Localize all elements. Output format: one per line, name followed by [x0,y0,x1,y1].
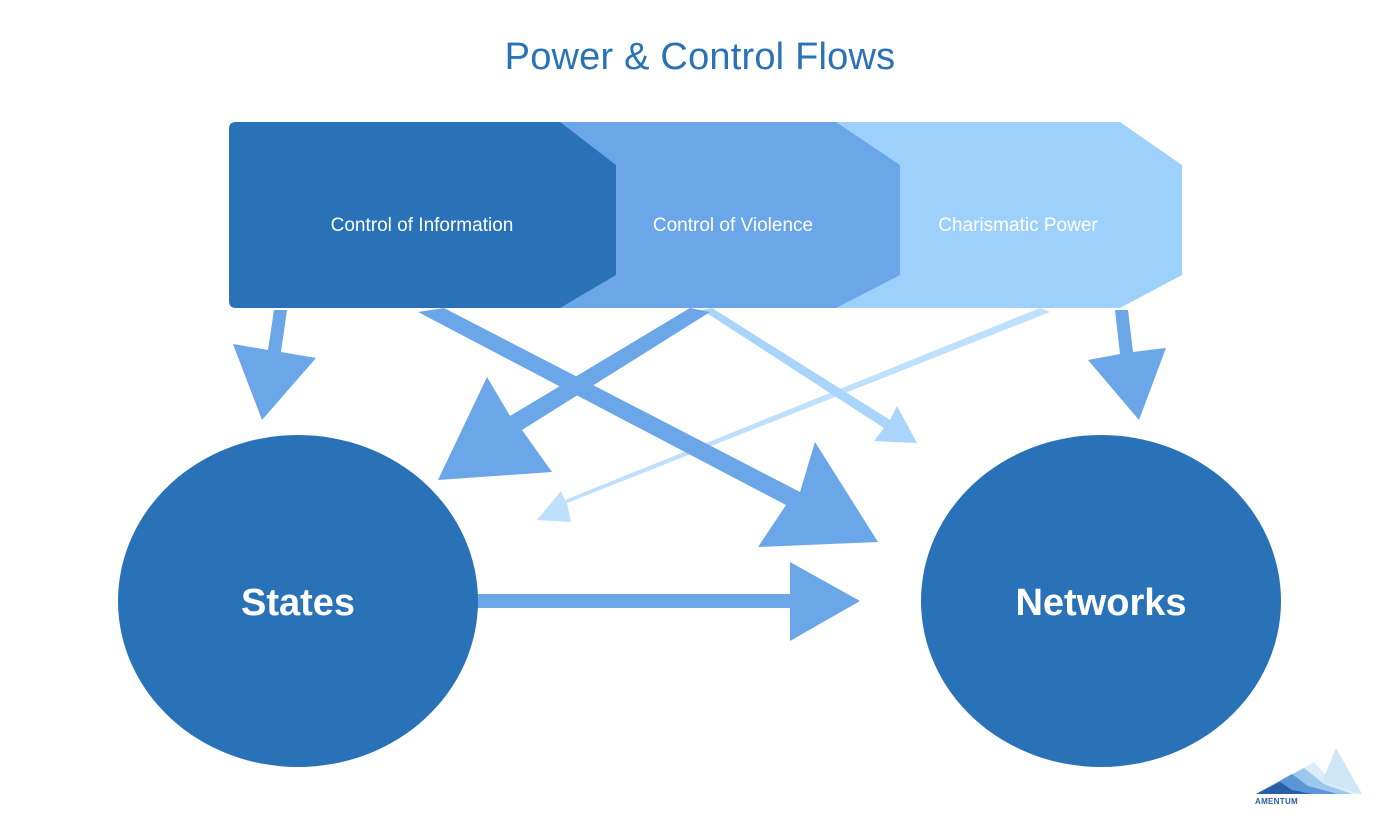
flow-arrows [233,308,1166,641]
arrow-charismatic-to-networks [1088,310,1166,420]
states-circle [118,435,478,767]
amentum-logo [1256,748,1362,794]
chevron-label-charismatic: Charismatic Power [938,215,1098,236]
chevron-control-of-violence [548,122,900,308]
states-label: States [241,582,355,624]
chevron-control-of-information [229,122,616,308]
networks-circle [921,435,1281,767]
chevron-label-information: Control of Information [331,215,514,236]
diagram-title: Power & Control Flows [504,36,896,78]
chevron-charismatic-power [830,122,1182,308]
logo-text: AMENTUM [1255,797,1298,806]
arrow-violence-to-states [438,308,710,480]
arrow-information-to-networks [418,308,878,547]
arrow-violence-to-networks [702,308,917,443]
chevron-band: Control of Information Control of Violen… [229,122,1182,308]
arrow-states-to-networks [476,562,860,641]
chevron-label-violence: Control of Violence [653,215,813,236]
arrow-charismatic-to-states [537,308,1050,522]
node-networks: Networks [921,435,1281,767]
networks-label: Networks [1015,582,1186,624]
node-states: States [118,435,478,767]
arrow-information-to-states [233,310,316,420]
